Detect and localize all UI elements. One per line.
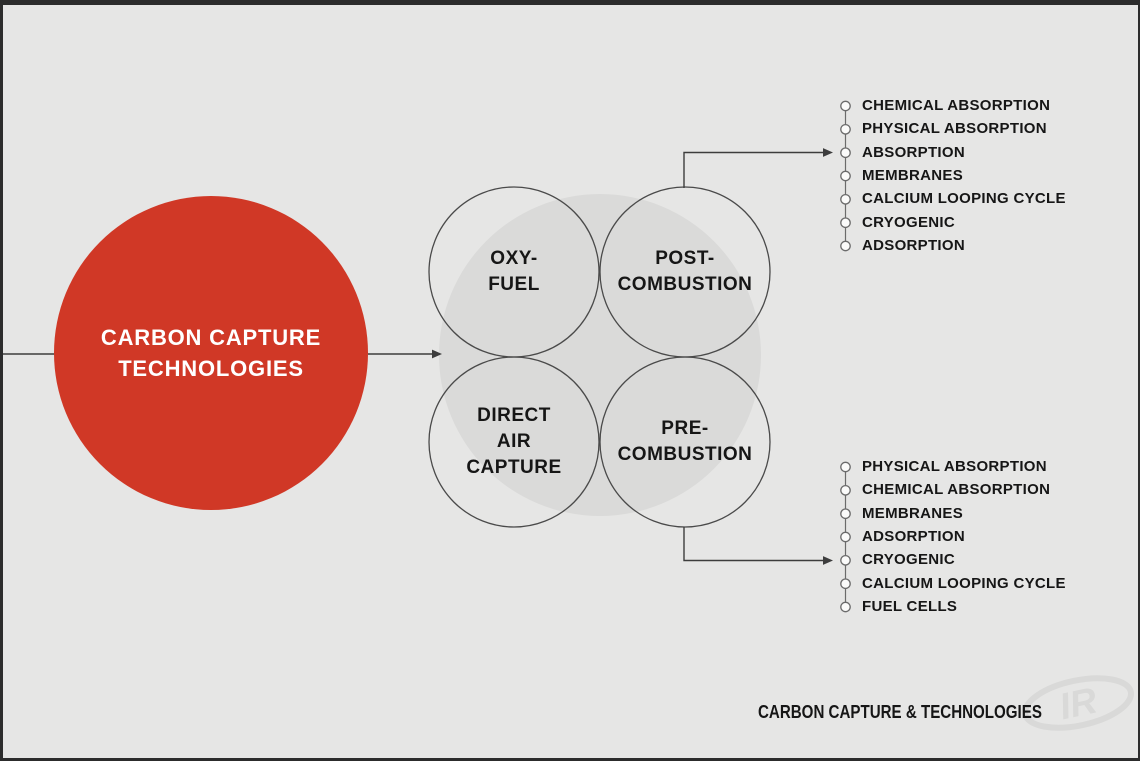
connector-pre-combustion-list <box>683 527 824 562</box>
list-bullet-icon <box>840 193 851 205</box>
tech-label: ADSORPTION <box>862 527 966 545</box>
tech-label: MEMBRANES <box>862 504 964 522</box>
list-bullet-icon <box>840 508 851 520</box>
circle-pre-combustion <box>599 356 771 528</box>
tech-label: ABSORPTION <box>862 143 966 161</box>
category-label-line: DIRECT <box>477 405 551 426</box>
tech-label: PHYSICAL ABSORPTION <box>862 120 1047 138</box>
category-label-line: COMBUSTION <box>617 274 753 295</box>
category-node-direct-air-capture: DIRECT AIR CAPTURE <box>429 357 599 527</box>
arrowhead-icon <box>432 349 442 359</box>
tech-label: MEMBRANES <box>862 166 964 184</box>
list-bullet-icon <box>840 484 851 496</box>
category-node-pre-combustion: PRE- COMBUSTION <box>600 357 770 527</box>
list-bullet-icon <box>840 100 851 112</box>
list-item: CHEMICAL ABSORPTION <box>862 94 1066 117</box>
root-node-carbon-capture-technologies: CARBON CAPTURE TECHNOLOGIES <box>54 196 368 510</box>
list-item: CALCIUM LOOPING CYCLE <box>862 572 1066 595</box>
list-item: CALCIUM LOOPING CYCLE <box>862 187 1066 210</box>
tech-label: CHEMICAL ABSORPTION <box>862 481 1051 499</box>
category-label-line: CAPTURE <box>466 457 562 478</box>
list-bullet-icon <box>840 601 851 613</box>
list-item: ADSORPTION <box>862 525 1066 548</box>
list-item: CRYOGENIC <box>862 548 1066 571</box>
footer-caption: CARBON CAPTURE & TECHNOLOGIES <box>758 702 1042 722</box>
category-node-oxy-fuel: OXY- FUEL <box>429 187 599 357</box>
window-border-right <box>1138 0 1140 761</box>
list-item: ABSORPTION <box>862 141 1066 164</box>
root-node-label: CARBON CAPTURE TECHNOLOGIES <box>100 325 322 381</box>
category-label-line: POST- <box>655 248 715 269</box>
list-item: MEMBRANES <box>862 502 1066 525</box>
list-bullet-icon <box>840 554 851 566</box>
logo-monogram: IR <box>1056 680 1101 728</box>
category-label-line: PRE- <box>661 418 709 439</box>
tech-label: CHEMICAL ABSORPTION <box>862 97 1051 114</box>
arrowhead-icon <box>823 556 833 565</box>
list-bullet-icon <box>840 147 851 159</box>
list-item: PHYSICAL ABSORPTION <box>862 455 1066 478</box>
connector-post-combustion-list <box>683 151 824 188</box>
post-combustion-tech-list: CHEMICAL ABSORPTION PHYSICAL ABSORPTION … <box>862 94 1066 257</box>
tech-label: CALCIUM LOOPING CYCLE <box>862 574 1066 592</box>
list-item: FUEL CELLS <box>862 595 1066 618</box>
list-bullet-icon <box>840 170 851 182</box>
list-bullet-icon <box>840 240 851 252</box>
list-bullet-icon <box>840 578 851 590</box>
list-bullet-icon <box>840 123 851 135</box>
bullet-chain-bottom <box>840 461 851 613</box>
list-item: CRYOGENIC <box>862 211 1066 234</box>
category-label-line: AIR <box>496 431 532 452</box>
category-node-post-combustion: POST- COMBUSTION <box>600 187 770 357</box>
category-label-line: FUEL <box>488 274 540 295</box>
list-item: ADSORPTION <box>862 234 1066 257</box>
list-bullet-icon <box>840 531 851 543</box>
list-bullet-icon <box>840 461 851 473</box>
bullet-chain-top <box>840 100 851 252</box>
list-bullet-icon <box>840 217 851 229</box>
tech-label: CRYOGENIC <box>862 551 955 569</box>
window-border-bottom <box>0 758 1140 761</box>
list-item: PHYSICAL ABSORPTION <box>862 117 1066 140</box>
category-label-line: OXY- <box>490 248 538 269</box>
pre-combustion-tech-list: PHYSICAL ABSORPTION CHEMICAL ABSORPTION … <box>862 455 1066 618</box>
tech-label: ADSORPTION <box>862 236 966 254</box>
list-item: MEMBRANES <box>862 164 1066 187</box>
ingersoll-rand-logo: IR <box>1021 675 1135 731</box>
tech-label: PHYSICAL ABSORPTION <box>862 458 1047 475</box>
list-item: CHEMICAL ABSORPTION <box>862 478 1066 501</box>
halo-circle <box>439 194 761 516</box>
category-label-line: COMBUSTION <box>617 444 753 465</box>
tech-label: CALCIUM LOOPING CYCLE <box>862 190 1066 208</box>
window-border-left <box>0 0 3 761</box>
tech-label: FUEL CELLS <box>862 597 958 615</box>
logo-oval <box>1021 675 1135 731</box>
window-border-top <box>0 0 1140 5</box>
tech-label: CRYOGENIC <box>862 213 955 231</box>
circle-direct-air-capture <box>428 356 600 528</box>
arrowhead-icon <box>823 148 833 157</box>
